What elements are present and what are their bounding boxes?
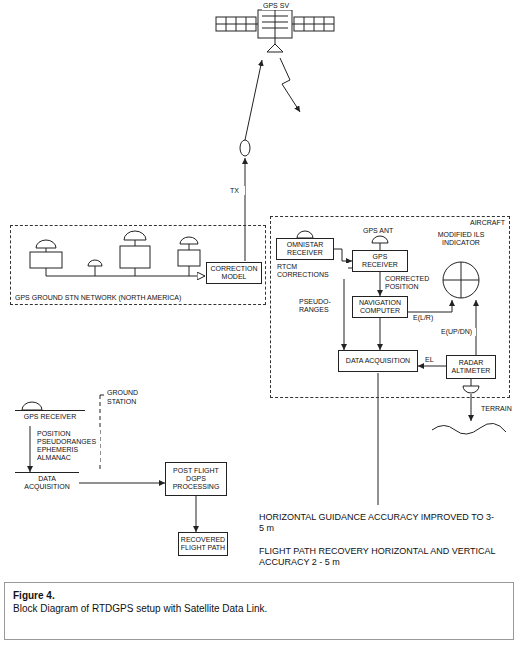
ground-station-network [120, 246, 150, 268]
ground-station-network [30, 231, 205, 276]
signal-connector [30, 426, 31, 472]
annotation: TERRAIN [480, 404, 516, 413]
process-box: DATA ACQUISITION [338, 350, 418, 372]
annotation: GROUND STATION [106, 388, 156, 406]
ground-station-network [135, 268, 136, 276]
signal-connector [334, 249, 352, 261]
annotation: TX [229, 186, 245, 195]
gps-satellite [216, 17, 256, 31]
signal-label: PSEUDO-RANGES [298, 298, 340, 314]
uplink-antenna [245, 158, 246, 261]
signal-connector [380, 272, 381, 296]
ground-station-network [95, 266, 96, 276]
signal-label: E(UP/DN) [440, 328, 476, 336]
gps-satellite [267, 38, 283, 52]
ground-station-network [180, 237, 198, 244]
annotation: GPS ANT [362, 226, 404, 235]
dial-crosshair [443, 262, 479, 298]
radar-antenna [463, 379, 479, 421]
signal-label: CORRECTED POSITION [384, 275, 432, 291]
aircraft-antennas [380, 243, 381, 250]
gps-satellite [216, 10, 334, 52]
ground-station-network [36, 240, 56, 248]
uplink-antenna [240, 140, 250, 156]
ground-station-network [46, 276, 205, 277]
annotation: FLIGHT PATH RECOVERY HORIZONTAL AND VERT… [258, 546, 510, 568]
satellite-downlink [280, 58, 300, 112]
process-box: GPS RECEIVER [352, 250, 408, 272]
gps-satellite [294, 17, 334, 31]
node-label: DATA ACQUISITION [16, 475, 78, 491]
ground-station-antenna [100, 395, 104, 396]
signal-connector [380, 318, 381, 350]
signal-connector [344, 268, 352, 350]
signal-connector [79, 483, 165, 484]
process-box: NAVIGATION COMPUTER [352, 296, 408, 318]
node-label: OMNISTAR RECEIVER [279, 241, 331, 257]
terrain-profile [432, 423, 506, 434]
uplink-antenna [245, 60, 262, 140]
aircraft-antennas [372, 236, 388, 243]
aircraft-antennas [297, 231, 313, 238]
ground-station-network [88, 260, 102, 266]
ground-unit: DATA ACQUISITION [15, 472, 79, 494]
radar-antenna [463, 386, 479, 393]
figure-title: Figure 4. [13, 589, 505, 602]
node-label: GPS RECEIVER [355, 253, 405, 269]
process-box: CORRECTION MODEL [206, 262, 262, 284]
ground-station-network [30, 252, 62, 268]
signal-connector [196, 496, 197, 532]
node-label: POST FLIGHT DGPS PROCESSING [168, 467, 224, 491]
annotation: GPS SV [262, 1, 304, 10]
boundary-region: GPS GROUND STN NETWORK (NORTH AMERICA) CO… [10, 225, 266, 305]
dial-outline [443, 262, 479, 298]
node-label: AIRCRAFT [469, 219, 506, 227]
gps-satellite [258, 10, 292, 38]
radar-antenna [471, 379, 472, 386]
node-label: RECOVERED FLIGHT PATH [181, 536, 225, 552]
figure-caption: Block Diagram of RTDGPS setup with Satel… [13, 602, 505, 615]
data-output-line [378, 373, 379, 505]
annotation: HORIZONTAL GUIDANCE ACCURACY IMPROVED TO… [258, 512, 500, 534]
signal-connector [408, 300, 452, 312]
process-box: POST FLIGHT DGPS PROCESSING [165, 462, 227, 496]
signal-connector [418, 366, 446, 367]
uplink-antenna [240, 60, 262, 261]
node-label: GPS GROUND STN NETWORK (NORTH AMERICA) [14, 294, 182, 302]
ground-station-antenna [22, 402, 42, 410]
data-output-line [378, 373, 379, 505]
ground-station-network [46, 248, 47, 252]
node-label: DATA ACQUISITION [346, 357, 410, 365]
ground-station-network [135, 240, 136, 246]
signal-label: POSITION PSEUDORANGES EPHEMERIS ALMANAC [36, 430, 100, 462]
node-label: MODIFIED ILS INDICATOR [424, 230, 498, 247]
ground-unit: GPS RECEIVER [15, 410, 85, 426]
process-box: OMNISTAR RECEIVER [276, 238, 334, 260]
process-box: RECOVERED FLIGHT PATH [178, 532, 228, 556]
gps-satellite [294, 17, 334, 31]
ground-station-antenna [22, 395, 104, 470]
gps-satellite [216, 17, 256, 31]
caption-panel: Figure 4.Block Diagram of RTDGPS setup w… [4, 582, 514, 640]
ground-station-network [189, 266, 190, 276]
terrain-profile [432, 423, 506, 434]
satellite-downlink [280, 58, 300, 112]
node-label: NAVIGATION COMPUTER [355, 299, 405, 315]
radar-antenna [471, 394, 472, 421]
node-label: RADAR ALTIMETER [449, 359, 493, 375]
signal-label: E(L/R) [412, 314, 448, 322]
process-box: RADAR ALTIMETER [446, 355, 496, 379]
node-label: CORRECTION MODEL [209, 265, 259, 281]
indicator-dial: MODIFIED ILS INDICATOR [424, 230, 498, 300]
signal-label: EL [424, 356, 442, 364]
ground-station-network [124, 231, 146, 240]
gps-satellite [262, 10, 288, 38]
node-label: GPS RECEIVER [24, 413, 77, 421]
signal-label: RTCM CORRECTIONS [276, 263, 348, 279]
ground-station-network [46, 268, 47, 276]
ground-station-network [178, 250, 200, 266]
ground-station-network [189, 244, 190, 250]
